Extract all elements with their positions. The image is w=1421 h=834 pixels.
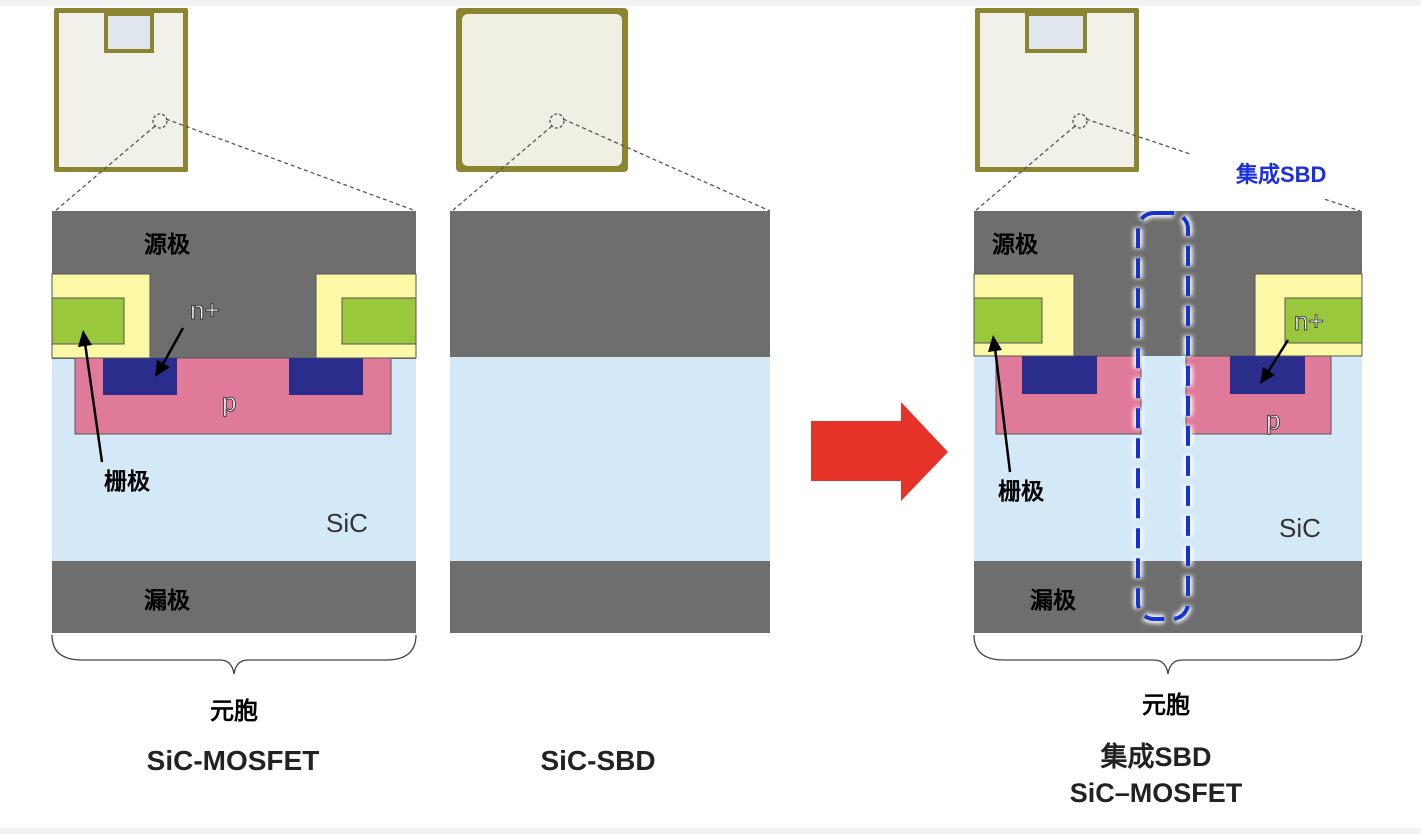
- integrated-chip-photo: [975, 8, 1139, 172]
- p-label: p: [1266, 405, 1280, 435]
- gate-label: 栅极: [998, 478, 1044, 504]
- mosfet-cross-section: [51, 211, 417, 633]
- gate-label: 栅极: [104, 468, 150, 494]
- drain-label: 漏极: [1030, 587, 1076, 613]
- mosfet-panel: 源极 n+ p 栅极 SiC 漏极 元胞 SiC-MOSFET: [51, 8, 417, 776]
- zoom-guide-line: [165, 118, 417, 212]
- zoom-guide-line: [562, 118, 771, 212]
- sbd-panel: SiC-SBD: [450, 8, 771, 776]
- magnifier-circle-icon: [152, 113, 168, 129]
- magnifier-circle-icon: [1072, 113, 1088, 129]
- source-label: 源极: [992, 231, 1038, 257]
- sic-label: SiC: [1279, 513, 1321, 543]
- integrated-title-line2: SiC–MOSFET: [1070, 778, 1243, 808]
- p-label: p: [222, 387, 236, 417]
- cell-brace: [51, 634, 417, 675]
- drain-electrode: [974, 561, 1362, 633]
- mosfet-title: SiC-MOSFET: [147, 745, 320, 776]
- right-arrow-icon: [811, 402, 948, 501]
- drain-label: 漏极: [144, 587, 190, 613]
- integrated-sbd-callout: 集成SBD: [1235, 162, 1326, 187]
- pointer-arrow: [155, 327, 185, 377]
- n-plus-region-left: [103, 358, 177, 395]
- integrated-sbd-outline: [1133, 208, 1193, 624]
- gate-electrode-left: [973, 297, 1043, 344]
- n-plus-label: n+: [1294, 306, 1324, 336]
- n-plus-label: n+: [190, 295, 220, 325]
- figure-canvas: 源极 n+ p 栅极 SiC 漏极 元胞 SiC-MOSFET: [0, 6, 1421, 828]
- pointer-arrow: [988, 335, 1012, 473]
- sbd-title: SiC-SBD: [540, 745, 655, 776]
- integrated-panel: 集成SBD 源极 n+ p 栅极 SiC 漏极: [973, 8, 1363, 808]
- gate-electrode-right: [1284, 297, 1363, 344]
- sbd-chip-photo: [456, 8, 628, 172]
- zoom-guide-line: [451, 125, 553, 212]
- n-plus-region-right: [289, 358, 363, 395]
- source-label: 源极: [144, 231, 190, 257]
- zoom-guide-line: [974, 125, 1076, 212]
- magnifier-circle-icon: [549, 113, 565, 129]
- cathode-electrode: [450, 561, 770, 633]
- cell-brace: [973, 634, 1363, 675]
- sbd-cross-section: [450, 211, 770, 633]
- callout-backdrop: [1190, 151, 1360, 199]
- gate-electrode-left: [51, 297, 125, 345]
- gate-electrode-right: [341, 297, 417, 345]
- pointer-arrow: [78, 330, 104, 463]
- anode-electrode: [450, 211, 770, 357]
- integrated-cross-section: [973, 211, 1363, 633]
- zoom-guide-line: [54, 125, 156, 212]
- structure-diagram: 源极 n+ p 栅极 SiC 漏极 元胞 SiC-MOSFET: [51, 8, 1363, 808]
- cell-label: 元胞: [1142, 691, 1190, 719]
- n-plus-region-left: [1022, 356, 1097, 394]
- mosfet-chip-photo: [54, 8, 188, 172]
- drain-electrode: [52, 561, 416, 633]
- cell-label: 元胞: [210, 697, 258, 725]
- integrated-title-line1: 集成SBD: [1099, 741, 1211, 772]
- sic-label: SiC: [326, 508, 368, 538]
- pointer-arrow: [1260, 339, 1290, 384]
